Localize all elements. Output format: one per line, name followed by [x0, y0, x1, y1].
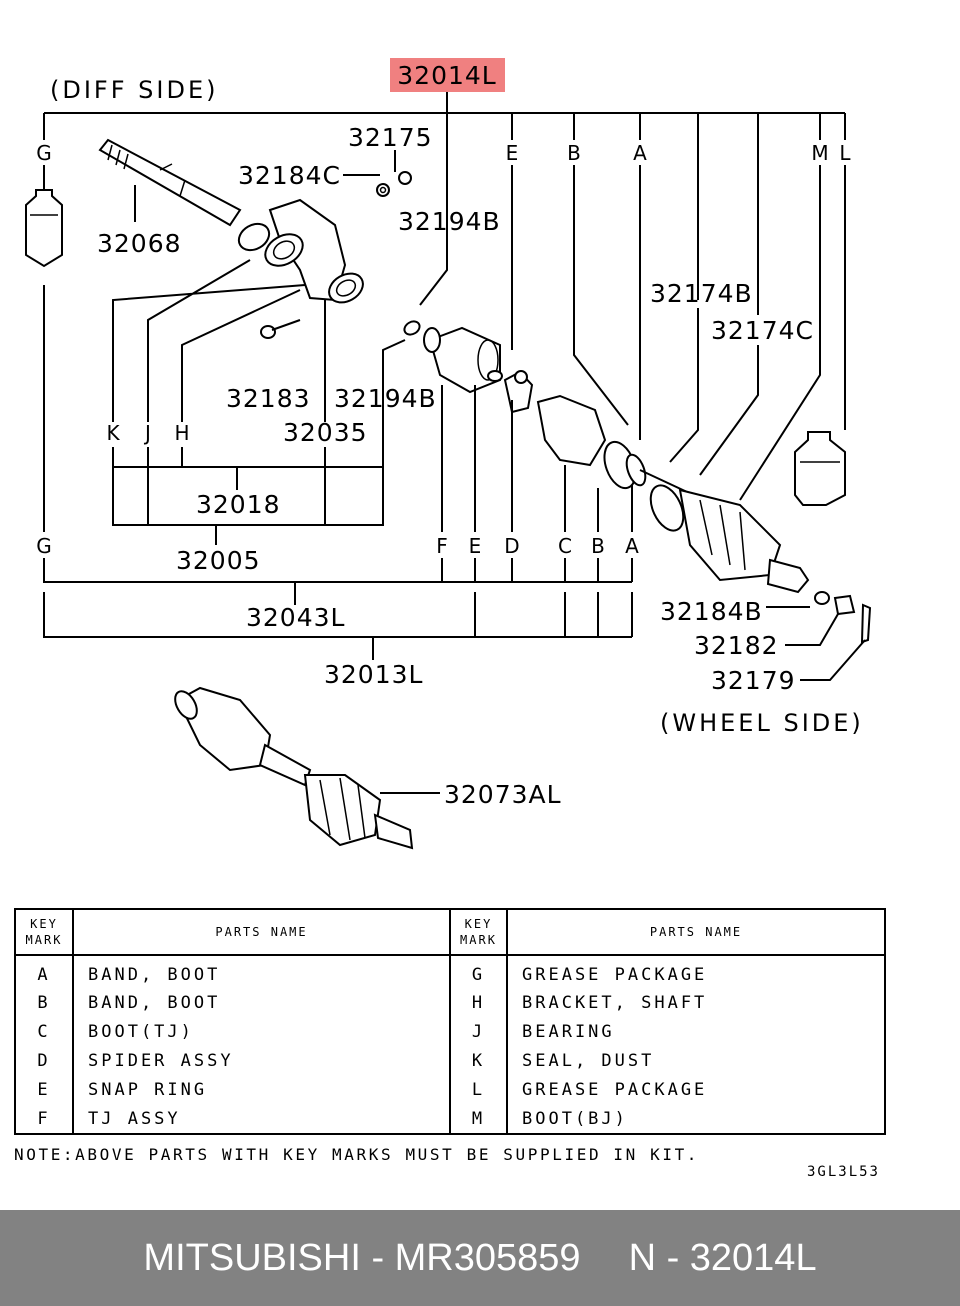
bottom-key-marks: G F E D C B A [36, 534, 639, 558]
key-cell: M [449, 1104, 508, 1134]
part-32184B: 32184B [660, 597, 763, 626]
name-cell: SEAL, DUST [506, 1046, 886, 1075]
part-32174C: 32174C [711, 316, 814, 345]
key-cell: G [449, 955, 508, 988]
reference-code: 3GL3L53 [806, 1164, 880, 1180]
table-row: A BAND, BOOT G GREASE PACKAGE [14, 955, 886, 988]
leaders-upper-left [112, 92, 448, 545]
key-mark-e-bottom: E [469, 534, 482, 558]
table-row: B BAND, BOOT H BRACKET, SHAFT [14, 988, 886, 1017]
highlight-part-number: 32014L [397, 61, 496, 90]
parts-name-header-right: PARTS NAME [506, 909, 886, 956]
part-32174B: 32174B [650, 279, 753, 308]
key-mark-e-top: E [506, 141, 519, 165]
part-32018: 32018 [196, 490, 281, 519]
name-cell: TJ ASSY [72, 1104, 451, 1134]
diff-side-label: (DIFF SIDE) [50, 76, 218, 104]
key-cell: A [14, 955, 74, 988]
parts-name-header-left: PARTS NAME [72, 909, 451, 956]
key-cell: C [14, 1017, 74, 1046]
top-bracket [43, 92, 846, 501]
footer-ref-part: N - 32014L [628, 1236, 817, 1279]
mid-key-marks: K J H [106, 421, 189, 445]
part-32013L: 32013L [324, 660, 423, 689]
highlight-box [390, 58, 505, 92]
key-mark-d-bottom: D [504, 534, 519, 558]
key-mark-k: K [106, 421, 120, 445]
name-cell: SPIDER ASSY [72, 1046, 451, 1075]
kit-note: NOTE:ABOVE PARTS WITH KEY MARKS MUST BE … [14, 1145, 700, 1164]
part-32005: 32005 [176, 546, 261, 575]
part-number-labels: 32175 32184C 32194B 32068 32174B 32174C … [97, 123, 814, 809]
key-mark-c-bottom: C [558, 534, 572, 558]
name-cell: BAND, BOOT [72, 988, 451, 1017]
inner-shaft [98, 138, 242, 227]
table-row: D SPIDER ASSY K SEAL, DUST [14, 1046, 886, 1075]
key-cell: B [14, 988, 74, 1017]
key-cell: E [14, 1075, 74, 1104]
part-32073AL: 32073AL [444, 780, 562, 809]
bottom-bracket [43, 285, 866, 794]
part-32068: 32068 [97, 229, 182, 258]
key-cell: D [14, 1046, 74, 1075]
name-cell: GREASE PACKAGE [506, 955, 886, 988]
part-32035: 32035 [283, 418, 368, 447]
bj-outer [649, 484, 872, 644]
shaft-bracket [237, 171, 421, 339]
name-cell: BOOT(BJ) [506, 1104, 886, 1134]
key-mark-g-bottom: G [36, 534, 52, 558]
key-cell: H [449, 988, 508, 1017]
key-cell: L [449, 1075, 508, 1104]
key-mark-g-top: G [36, 141, 52, 165]
name-cell: GREASE PACKAGE [506, 1075, 886, 1104]
footer-brand-part: MITSUBISHI - MR305859 [143, 1236, 581, 1279]
driveshaft-assembly [174, 686, 414, 850]
key-mark-b-top: B [567, 141, 581, 165]
part-32043L: 32043L [246, 603, 345, 632]
tj-housing [423, 326, 701, 499]
part-32194B-mid: 32194B [334, 384, 437, 413]
wheel-side-label: (WHEEL SIDE) [660, 709, 864, 737]
table-row: C BOOT(TJ) J BEARING [14, 1017, 886, 1046]
footer-bar: MITSUBISHI - MR305859 N - 32014L [0, 1210, 960, 1306]
key-mark-l-top: L [839, 141, 851, 165]
grease-package-right [794, 431, 846, 506]
name-cell: SNAP RING [72, 1075, 451, 1104]
key-mark-a-top: A [633, 141, 647, 165]
part-32182: 32182 [694, 631, 779, 660]
part-32183: 32183 [226, 384, 311, 413]
grease-package-left [25, 189, 63, 268]
name-cell: BOOT(TJ) [72, 1017, 451, 1046]
table-row: E SNAP RING L GREASE PACKAGE [14, 1075, 886, 1104]
key-mark-m-top: M [811, 141, 828, 165]
key-mark-f-bottom: F [436, 534, 448, 558]
key-mark-j: J [143, 421, 151, 445]
name-cell: BAND, BOOT [72, 955, 451, 988]
part-32179: 32179 [711, 666, 796, 695]
name-cell: BRACKET, SHAFT [506, 988, 886, 1017]
key-cell: F [14, 1104, 74, 1134]
table-row: F TJ ASSY M BOOT(BJ) [14, 1104, 886, 1134]
part-32184C: 32184C [238, 161, 341, 190]
parts-diagram: 32014L (DIFF SIDE) (WHEEL SIDE) G E B A … [25, 58, 872, 850]
key-cell: J [449, 1017, 508, 1046]
top-key-marks: G E B A M L [36, 141, 851, 165]
name-cell: BEARING [506, 1017, 886, 1046]
part-32175: 32175 [348, 123, 433, 152]
key-cell: K [449, 1046, 508, 1075]
key-mark-h: H [174, 421, 189, 445]
key-mark-a-bottom: A [625, 534, 639, 558]
key-mark-b-bottom: B [591, 534, 605, 558]
part-32194B-top: 32194B [398, 207, 501, 236]
